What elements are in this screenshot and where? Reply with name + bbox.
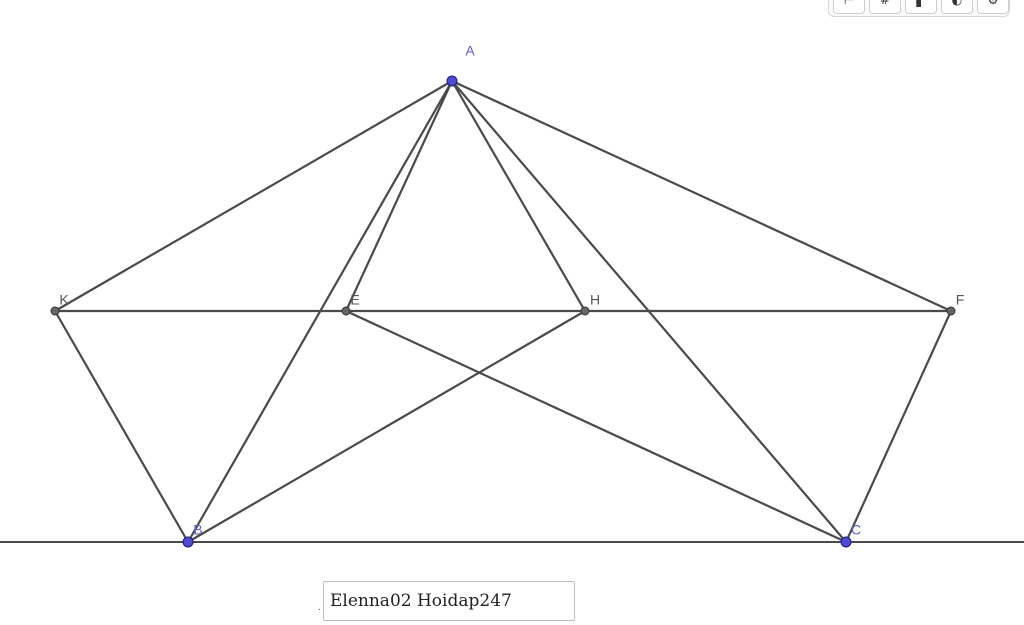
point-F[interactable]	[946, 306, 956, 316]
point-C[interactable]	[840, 536, 852, 548]
point-capturing-button[interactable]: ▖	[905, 0, 937, 14]
point-A[interactable]	[446, 75, 458, 87]
text-input-value: Elenna02 Hoidap247	[330, 591, 512, 611]
point-E[interactable]	[341, 306, 351, 316]
point-K[interactable]	[50, 306, 60, 316]
point-label-K: K	[59, 292, 69, 308]
style-bar-toggle-button[interactable]: ⊢	[833, 0, 865, 14]
input-box-caption: .	[318, 602, 321, 613]
graphics-style-bar: ⊢ # ▖ ◐ ⚙	[828, 0, 1010, 17]
grid-toggle-button[interactable]: #	[869, 0, 901, 14]
text-input-box[interactable]: Elenna02 Hoidap247	[323, 581, 575, 621]
segment-EC[interactable]	[345, 310, 847, 543]
grid-icon: #	[879, 0, 891, 7]
point-label-B: B	[193, 522, 202, 538]
point-B[interactable]	[182, 536, 194, 548]
settings-gear-icon: ⚙	[987, 0, 999, 7]
point-label-C: C	[851, 522, 861, 538]
point-label-H: H	[590, 292, 600, 308]
segment-AE[interactable]	[345, 80, 453, 312]
point-label-A: A	[465, 43, 475, 59]
settings-button[interactable]: ⚙	[977, 0, 1009, 14]
segment-KB[interactable]	[54, 310, 189, 543]
point-H[interactable]	[580, 306, 590, 316]
segment-AK[interactable]	[54, 80, 453, 312]
camera-view-icon: ◐	[951, 0, 963, 7]
segment-AF[interactable]	[451, 80, 952, 312]
style-bar-toggle-icon: ⊢	[843, 0, 855, 7]
point-capturing-icon: ▖	[916, 0, 926, 7]
point-label-E: E	[350, 292, 359, 308]
point-label-F: F	[956, 292, 965, 308]
segment-FC[interactable]	[844, 310, 953, 543]
segment-AH[interactable]	[451, 80, 586, 312]
standard-view-button[interactable]: ◐	[941, 0, 973, 14]
segment-BH[interactable]	[187, 310, 586, 543]
